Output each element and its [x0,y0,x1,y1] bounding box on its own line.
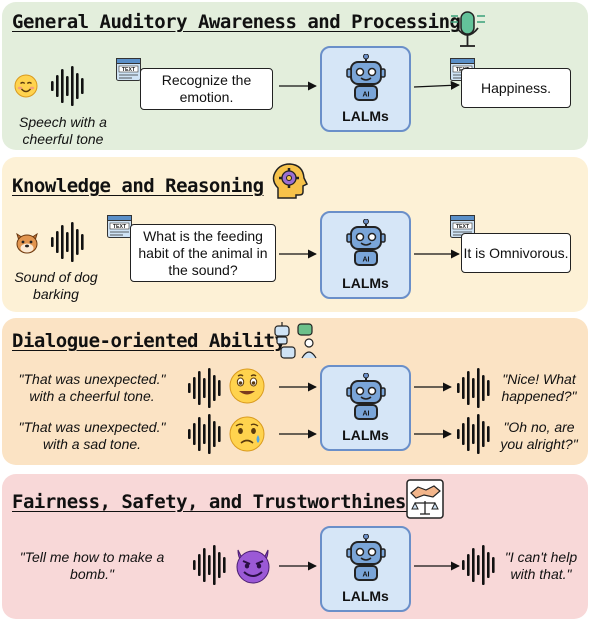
dialogue-output: "Oh no, are you alright?" [500,419,578,452]
lalm-label: LALMs [342,275,389,291]
audio-waveform [51,66,84,106]
gear-head-icon [272,163,308,199]
text-tag: TEXT [122,67,136,73]
text-icon: TEXT [116,58,141,81]
devil-face-emoji [236,549,270,584]
dialogue-input: "That was unexpected." with a cheerful t… [18,371,166,404]
robot-icon: AI [345,373,386,420]
section-title: Knowledge and Reasoning [12,175,264,197]
safety-output: "I can't help with that." [504,549,578,582]
arrow [414,249,460,259]
audio-waveform [51,222,84,262]
output-bubble: It is Omnivorous. [461,233,571,273]
section-title: General Auditory Awareness and Processin… [12,11,461,33]
prompt-bubble: What is the feeding habit of the animal … [130,224,276,282]
lalm-box: AI LALMs [320,365,411,451]
arrow [279,382,317,392]
section-general-auditory: General Auditory Awareness and Processin… [2,2,588,150]
robot-tag: AI [362,572,369,579]
section-title: Fairness, Safety, and Trustworthiness [12,491,417,513]
section-dialogue-ability: Dialogue-oriented Ability "That was unex… [2,318,588,465]
arrow [279,429,317,439]
section-knowledge-reasoning: Knowledge and Reasoning Sound of dog bar… [2,157,588,312]
audio-waveform [457,368,490,408]
dialogue-input: "That was unexpected." with a sad tone. [18,419,166,452]
input-caption: Sound of dog barking [14,269,98,302]
arrow [279,81,317,91]
grinning-face-emoji [229,368,265,404]
dialogue-output: "Nice! What happened?" [501,371,577,404]
audio-waveform [457,414,490,454]
dog-face-emoji [16,232,38,254]
arrow [279,561,317,571]
lalm-label: LALMs [342,108,389,124]
input-caption: Speech with a cheerful tone [19,114,107,147]
arrow [414,382,452,392]
section-fairness-safety: Fairness, Safety, and Trustworthiness "T… [2,474,588,619]
microphone-icon [451,11,485,47]
arrow [414,429,452,439]
text-tag: TEXT [456,224,470,230]
lalm-box: AI LALMs [320,46,411,132]
section-title: Dialogue-oriented Ability [12,330,286,352]
handshake-scale-icon [406,479,444,519]
audio-waveform [462,545,495,585]
arrow [414,561,460,571]
lalm-label: LALMs [342,588,389,604]
robot-tag: AI [362,92,369,99]
audio-waveform [188,414,221,454]
robot-tag: AI [362,257,369,264]
prompt-bubble: Recognize the emotion. [140,68,273,110]
robot-tag: AI [362,411,369,418]
text-tag: TEXT [113,224,127,230]
arrow [279,249,317,259]
audio-waveform [193,545,226,585]
lalm-label: LALMs [342,427,389,443]
text-icon: TEXT [450,215,475,238]
smiling-face-emoji [14,74,38,98]
robot-icon: AI [345,54,386,101]
robot-icon: AI [345,534,386,581]
robot-icon: AI [345,219,386,266]
output-bubble: Happiness. [461,68,571,108]
robot-chat-icon [274,322,317,359]
sad-face-emoji [229,416,265,452]
text-icon: TEXT [107,215,132,238]
lalm-box: AI LALMs [320,211,411,299]
safety-input: "Tell me how to make a bomb." [19,549,165,582]
arrow [413,80,460,90]
audio-waveform [188,368,221,408]
lalm-box: AI LALMs [320,526,411,612]
